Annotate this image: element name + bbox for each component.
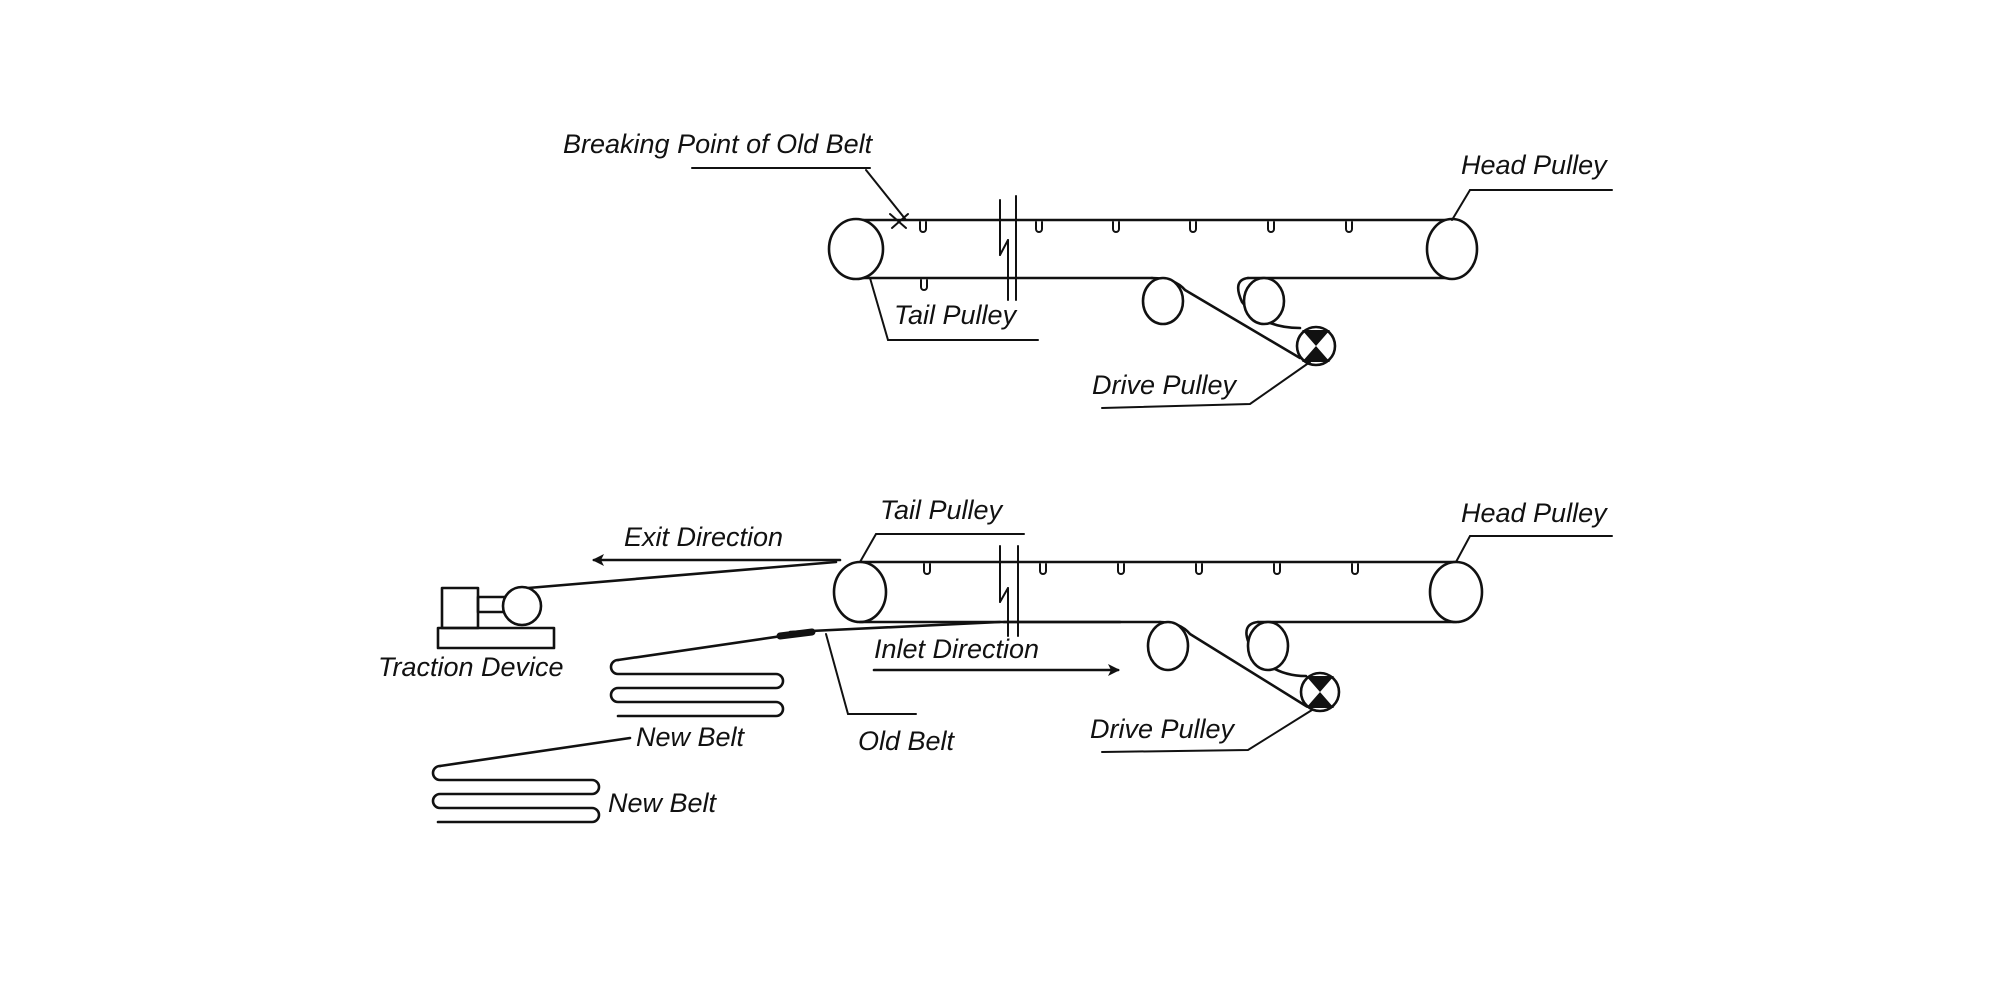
top-head-pulley (1425, 217, 1479, 281)
top-drive-pulley (1295, 325, 1337, 367)
bottom-snub-pulley-2 (1246, 620, 1290, 672)
top-head-pulley-leader (1451, 189, 1471, 221)
bottom-tail-pulley-leader (859, 533, 1025, 563)
inlet-direction-label: Inlet Direction (874, 634, 1039, 664)
bottom-snub-pulley-1 (1146, 620, 1190, 672)
bottom-conveyor: Traction Device Exit Direction Inlet Dir… (378, 495, 1613, 824)
bottom-break-zigzag (999, 587, 1009, 603)
top-belt-drive-wrap-2 (1236, 276, 1302, 330)
top-drive-pulley-label: Drive Pulley (1092, 370, 1238, 400)
bottom-head-pulley-leader (1455, 535, 1613, 563)
top-breaking-point-label: Breaking Point of Old Belt (563, 129, 874, 159)
old-belt-label: Old Belt (858, 726, 956, 756)
top-break-zigzag (999, 239, 1009, 256)
exit-direction-label: Exit Direction (624, 522, 783, 552)
traction-device-label: Traction Device (378, 652, 564, 682)
bottom-idlers (923, 563, 1359, 575)
bottom-head-pulley (1428, 560, 1484, 624)
top-snub-pulley-2 (1242, 276, 1286, 326)
bottom-exit-belt-line (526, 560, 838, 590)
bottom-new-belt-feed (616, 634, 784, 662)
new-belt-feed-2 (438, 736, 632, 768)
top-breaking-point-x (889, 213, 909, 229)
new-belt-label-1: New Belt (636, 722, 746, 752)
bottom-head-pulley-label: Head Pulley (1461, 498, 1608, 528)
new-belt-label-2: New Belt (608, 788, 718, 818)
bottom-old-belt-path (788, 620, 1002, 634)
bottom-drive-pulley-leader (1101, 709, 1313, 753)
top-tail-pulley-label: Tail Pulley (894, 300, 1018, 330)
top-idlers (919, 221, 1353, 291)
top-head-pulley-label: Head Pulley (1461, 150, 1608, 180)
bottom-tail-pulley (832, 560, 888, 624)
top-snub-pulley-1 (1141, 276, 1185, 326)
old-belt-leader (825, 633, 917, 715)
bottom-belt-splice (776, 628, 816, 640)
top-tail-pulley (827, 217, 885, 281)
traction-device (436, 585, 556, 650)
top-drive-pulley-leader (1101, 361, 1311, 409)
top-tail-pulley-leader (869, 277, 1039, 341)
top-conveyor: Breaking Point of Old Belt Head Pulley T… (563, 129, 1613, 409)
new-belt-coil-2 (431, 764, 601, 824)
new-belt-coil-1 (609, 658, 785, 718)
bottom-drive-pulley (1299, 671, 1341, 713)
bottom-tail-pulley-label: Tail Pulley (880, 495, 1004, 525)
bottom-drive-pulley-label: Drive Pulley (1090, 714, 1236, 744)
top-breaking-point-arrow-line (865, 169, 907, 221)
